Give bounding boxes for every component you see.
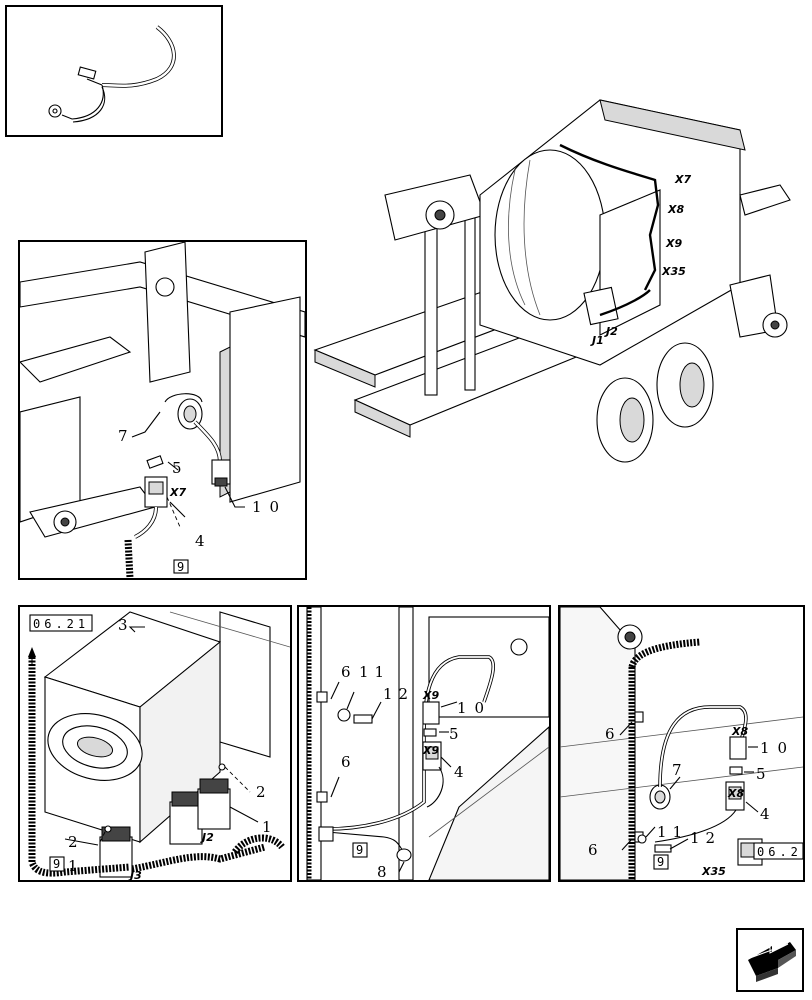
callout-8: 8 [377, 863, 387, 880]
sheet-ref-9: 9 [657, 855, 664, 869]
callout-10: 10 [760, 739, 795, 757]
callout-4: 4 [760, 805, 770, 823]
connector-label-x8-upper: X8 [731, 725, 748, 738]
callout-7: 7 [118, 427, 128, 445]
callout-2-right: 2 [256, 783, 266, 801]
connector-label-x8-lower: X8 [727, 787, 744, 800]
connector-label-x7: X7 [169, 486, 186, 499]
callout-4: 4 [195, 532, 205, 550]
callout-5: 5 [449, 725, 459, 743]
callout-4: 4 [454, 763, 464, 781]
connector-label-x9: X9 [665, 237, 682, 250]
connector-label-x9-upper: X9 [422, 689, 439, 702]
callout-2-left: 2 [68, 833, 78, 851]
next-page-arrow-icon [748, 942, 796, 982]
callout-12: 12 [383, 685, 414, 703]
callout-6-bottom: 6 [588, 841, 598, 859]
connector-label-j2: J2 [604, 325, 618, 338]
connector-label-j3: J3 [128, 869, 142, 880]
sheet-ref-06-21: 06.21 [33, 617, 89, 631]
callout-11: 11 [657, 823, 688, 841]
connector-label-x35: X35 [661, 265, 686, 278]
connector-label-x9-lower: X9 [422, 744, 439, 757]
connector-label-x7: X7 [674, 173, 691, 186]
callout-11: 11 [359, 663, 390, 681]
callout-1-left: 1 [68, 857, 78, 875]
sheet-ref-9: 9 [177, 560, 184, 574]
connector-label-j2: J2 [200, 831, 214, 844]
callout-6-bottom: 6 [341, 753, 351, 771]
callout-10: 10 [457, 699, 492, 717]
detail-panel-x9: 6 11 12 10 5 4 6 8 X9 X9 9 [297, 605, 551, 882]
sheet-ref-9: 9 [53, 857, 60, 871]
callout-12: 12 [690, 829, 721, 847]
sheet-ref-9: 9 [356, 843, 363, 857]
next-page-button[interactable] [736, 928, 804, 992]
callout-1-right: 1 [262, 818, 272, 836]
callout-5: 5 [756, 765, 766, 783]
detail-panel-control-box: 06.21 3 2 1 2 1 J2 J3 9 [18, 605, 292, 882]
callout-6-top: 6 [341, 663, 351, 681]
detail-panel-x8: 6 7 10 5 4 6 11 12 X8 X8 X35 9 06.2 [558, 605, 805, 882]
callout-7: 7 [672, 761, 682, 779]
callout-6-top: 6 [605, 725, 615, 743]
detail-panel-x7: 7 5 4 10 X7 9 [18, 240, 307, 580]
callout-5: 5 [172, 459, 182, 477]
connector-label-x35: X35 [701, 865, 726, 878]
callout-10: 10 [252, 498, 287, 516]
cable-detail-inset [5, 5, 223, 137]
connector-label-j1: J1 [590, 334, 604, 347]
callout-3: 3 [118, 616, 128, 634]
sheet-ref-06-2: 06.2 [757, 845, 802, 859]
baler-main-view: X7 X8 X9 X35 J1 J2 [300, 75, 812, 475]
connector-label-x8: X8 [667, 203, 684, 216]
